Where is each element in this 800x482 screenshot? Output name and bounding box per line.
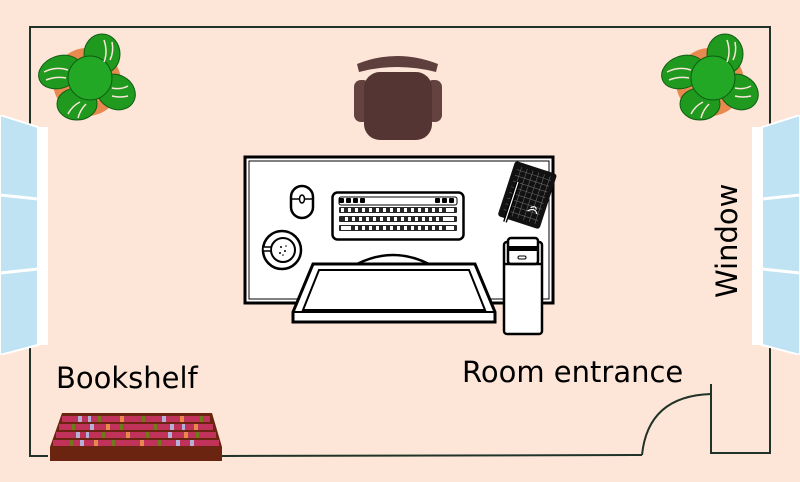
door-swing-arc <box>641 393 712 456</box>
window-label: Window <box>710 183 744 298</box>
room-entrance-label: Room entrance <box>462 355 684 389</box>
mouse <box>289 184 315 220</box>
bookshelf-label: Bookshelf <box>56 361 198 395</box>
plant-top-left <box>38 33 136 121</box>
window-left <box>0 115 48 355</box>
bookshelf <box>50 413 222 461</box>
window-right <box>752 115 800 355</box>
computer-tower <box>502 236 544 336</box>
keyboard <box>331 191 465 241</box>
coffee-cup <box>261 229 303 271</box>
office-chair <box>354 56 442 140</box>
tablet-with-stylus <box>498 161 557 229</box>
plant-top-right <box>661 33 759 121</box>
monitor <box>291 253 497 324</box>
